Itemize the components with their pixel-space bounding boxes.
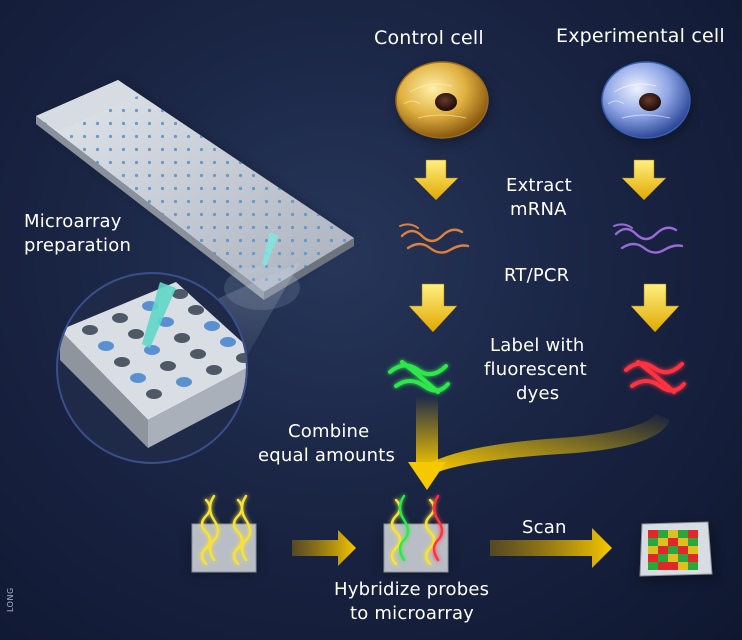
extract-label-line2: mRNA	[510, 199, 567, 220]
pipette-tip	[262, 232, 278, 266]
hybridized-microarray	[382, 494, 450, 574]
label-dyes-line3: dyes	[516, 383, 560, 404]
arrow-to-scan	[490, 528, 612, 568]
label-dyes-line1: Label with	[490, 335, 585, 356]
arrow-control-rtpcr	[408, 283, 458, 333]
scan-grid	[648, 530, 698, 570]
wells	[82, 289, 246, 399]
microarray-slide	[36, 80, 354, 300]
combine-swoosh-experimental	[432, 414, 670, 472]
probe-microarray	[190, 494, 258, 574]
experimental-cell	[601, 61, 692, 142]
arrow-experimental-extract	[621, 159, 667, 201]
control-cell-label: Control cell	[374, 27, 484, 49]
credit-text: LONG	[6, 587, 15, 612]
microarray-prep-line1: Microarray	[24, 211, 122, 232]
control-cell	[395, 61, 490, 142]
microarray-prep-line2: preparation	[24, 235, 132, 256]
green-labeled-cdna	[388, 360, 450, 394]
extract-label-line1: Extract	[506, 175, 572, 196]
arrow-control-extract	[413, 159, 459, 201]
scan-label: Scan	[522, 517, 567, 538]
well-closeup	[56, 272, 248, 464]
arrow-to-hybridize	[292, 530, 356, 566]
experimental-cell-label: Experimental cell	[556, 25, 725, 47]
hybridize-line1: Hybridize probes	[334, 579, 490, 600]
hybridize-line2: to microarray	[350, 603, 475, 624]
combine-streak-control	[408, 396, 446, 490]
red-labeled-cdna	[624, 360, 686, 394]
experimental-mrna	[613, 223, 684, 254]
scanned-microarray	[639, 521, 716, 580]
label-dyes-line2: fluorescent	[484, 359, 587, 380]
control-mrna	[399, 223, 470, 254]
combine-line1: Combine	[288, 421, 370, 442]
combine-line2: equal amounts	[258, 445, 396, 466]
arrow-experimental-rtpcr	[630, 283, 680, 333]
rtpcr-label: RT/PCR	[504, 265, 570, 286]
